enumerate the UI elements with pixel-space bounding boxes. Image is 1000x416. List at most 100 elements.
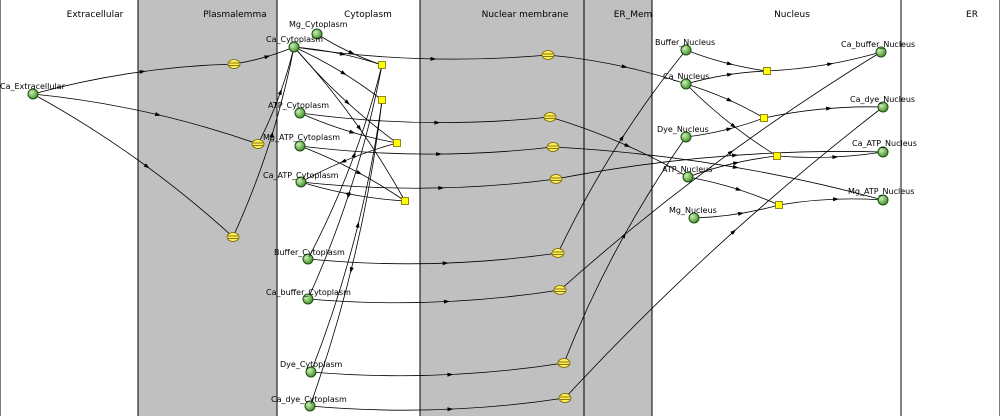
species-label-ca-nuc: Ca_Nucleus	[663, 72, 709, 81]
reaction-node-r-cyt-3[interactable]	[393, 139, 401, 147]
transport-node-t-pm-1[interactable]	[227, 59, 241, 69]
compartment-nuclear-membrane	[419, 0, 585, 416]
edge-buffer_cyt-to-t_nm_buffer	[307, 252, 559, 265]
edge-t_nm_caatp-to-caatp_nuc	[555, 151, 884, 180]
compartment-plasmalemma	[137, 0, 278, 416]
edge-mgatp_cyt-to-r_cyt_4	[299, 145, 406, 202]
transport-node-t-nm-atp[interactable]	[543, 112, 557, 122]
edge-arrow-ca_nuc-to-r_nuc_3	[730, 122, 737, 129]
edge-ca_nuc-to-r_nuc_1	[685, 70, 768, 85]
edge-arrow-dye_cyt-to-r_cyt_2	[355, 221, 360, 228]
edge-mgatp_cyt-to-t_nm_mgatp	[299, 145, 554, 155]
species-node-atp-cyt[interactable]	[294, 107, 306, 119]
edge-caatp_cyt-to-t_nm_caatp	[300, 178, 557, 189]
species-label-cabuffer-nuc: Ca_buffer_Nucleus	[841, 40, 915, 49]
species-node-cadye-nuc[interactable]	[877, 101, 889, 113]
transport-node-t-pm-2[interactable]	[251, 139, 265, 149]
reaction-node-r-nuc-4[interactable]	[775, 201, 783, 209]
reaction-node-r-cyt-1[interactable]	[378, 61, 386, 69]
edge-r_cyt_2-to-cadye_cyt	[309, 99, 383, 407]
edge-arrow-r_nuc_1-to-cabuffer_nuc	[826, 62, 834, 67]
edge-arrow-caatp_cyt-to-t_nm_caatp	[438, 185, 445, 190]
species-node-buffer-nuc[interactable]	[680, 44, 692, 56]
edge-arrow-r_cyt_1-to-cabuffer_cyt	[347, 192, 352, 199]
edge-r_cyt_1-to-cabuffer_cyt	[307, 64, 383, 300]
species-node-ca-ext[interactable]	[27, 88, 39, 100]
edge-r_nuc_1-to-cabuffer_nuc	[766, 51, 882, 72]
edge-arrow-buffer_nuc-to-r_nuc_1	[726, 61, 733, 66]
species-node-dye-cyt[interactable]	[305, 366, 317, 378]
transport-node-t-nm-buffer[interactable]	[551, 248, 565, 258]
compartment-extracellular	[0, 0, 139, 416]
reaction-node-r-cyt-2[interactable]	[378, 96, 386, 104]
species-node-cabuffer-nuc[interactable]	[875, 46, 887, 58]
edge-arrow-r_cyt_3-to-caatp_cyt	[340, 158, 347, 163]
edge-dye_nuc-to-r_nuc_2	[685, 117, 765, 138]
edge-arrow-ca_ext-to-t_pm_1	[139, 69, 146, 74]
species-node-cadye-cyt[interactable]	[304, 400, 316, 412]
compartment-cytoplasm	[276, 0, 421, 416]
species-node-cabuffer-cyt[interactable]	[302, 293, 314, 305]
edge-arrow-t_pm_1-to-ca_cyt	[264, 55, 271, 60]
edge-cabuffer_cyt-to-t_nm_cabuffer	[307, 289, 561, 304]
edge-dye_cyt-to-r_cyt_2	[310, 99, 383, 373]
edge-mg_cyt-to-r_cyt_1	[316, 33, 383, 66]
species-node-dye-nuc[interactable]	[680, 131, 692, 143]
edge-ca_ext-to-t_pm_1	[32, 63, 235, 95]
compartment-label-extracellular: Extracellular	[67, 10, 124, 20]
species-node-ca-nuc[interactable]	[680, 78, 692, 90]
edge-r_nuc_3-to-caatp_nuc	[776, 151, 884, 158]
species-label-mg-nuc: Mg_Nucleus	[669, 206, 717, 215]
edge-arrow-t_pm_3-to-ca_cyt	[269, 131, 274, 138]
edge-arrow-t_nm_atp-to-atp_nuc	[624, 142, 631, 148]
edge-arrow-t_nm_ca-to-ca_nuc	[621, 64, 628, 69]
edge-arrow-ca_cyt-to-r_cyt_4	[356, 124, 362, 131]
species-node-mg-cyt[interactable]	[311, 28, 323, 40]
label-layer: Ca_ExtracellularMg_CytoplasmCa_Cytoplasm…	[0, 20, 917, 404]
edge-t_pm_3-to-ca_cyt	[232, 46, 295, 238]
species-node-mg-nuc[interactable]	[688, 212, 700, 224]
species-label-ca-ext: Ca_Extracellular	[0, 82, 66, 91]
edge-buffer_nuc-to-r_nuc_1	[685, 49, 768, 72]
species-node-atp-nuc[interactable]	[682, 171, 694, 183]
species-node-caatp-nuc[interactable]	[877, 146, 889, 158]
edge-ca_ext-to-t_pm_2	[32, 93, 259, 145]
edge-arrow-mg_nuc-to-r_nuc_4	[737, 211, 745, 216]
edge-arrow-ca_cyt-to-r_cyt_3	[344, 99, 351, 105]
species-node-buffer-cyt[interactable]	[302, 253, 314, 265]
transport-node-t-pm-3[interactable]	[226, 232, 240, 242]
edge-arrow-t_nm_cadye-to-cadye_nuc	[730, 229, 737, 235]
transport-node-t-nm-caatp[interactable]	[549, 174, 563, 184]
species-label-dye-nuc: Dye_Nucleus	[657, 125, 709, 134]
species-label-buffer-nuc: Buffer_Nucleus	[655, 38, 715, 47]
species-label-buffer-cyt: Buffer_Cytoplasm	[274, 248, 345, 257]
species-node-mgatp-nuc[interactable]	[877, 194, 889, 206]
species-label-mg-cyt: Mg_Cytoplasm	[289, 20, 348, 29]
species-node-ca-cyt[interactable]	[288, 41, 300, 53]
reaction-node-r-nuc-2[interactable]	[760, 114, 768, 122]
edge-arrow-atp_nuc-to-r_nuc_3	[732, 161, 740, 166]
edge-t_nm_buffer-to-buffer_nuc	[557, 49, 687, 254]
edge-arrow-t_nm_buffer-to-buffer_nuc	[619, 135, 625, 142]
transport-node-t-nm-cabuffer[interactable]	[553, 285, 567, 295]
edge-arrow-ca_nuc-to-r_nuc_2	[726, 97, 733, 102]
transport-node-t-nm-cadye[interactable]	[558, 393, 572, 403]
edge-dye_cyt-to-t_nm_dye	[310, 362, 565, 377]
transport-node-t-nm-dye[interactable]	[557, 358, 571, 368]
transport-node-t-nm-ca[interactable]	[541, 50, 555, 60]
edge-t_pm_2-to-ca_cyt	[257, 46, 295, 145]
species-label-mgatp-cyt: Mg_ATP_Cytoplasm	[263, 133, 340, 142]
edge-ca_nuc-to-r_nuc_3	[685, 83, 778, 157]
edge-t_nm_dye-to-dye_nuc	[563, 136, 687, 364]
edge-atp_nuc-to-r_nuc_4	[687, 176, 780, 206]
edge-arrow-mgatp_cyt-to-r_cyt_4	[355, 169, 363, 175]
reaction-node-r-nuc-3[interactable]	[773, 152, 781, 160]
reaction-node-r-cyt-4[interactable]	[401, 197, 409, 205]
edge-r_nuc_4-to-mgatp_nuc	[778, 198, 884, 206]
transport-node-t-nm-mgatp[interactable]	[546, 142, 560, 152]
species-node-caatp-cyt[interactable]	[295, 176, 307, 188]
species-node-mgatp-cyt[interactable]	[294, 140, 306, 152]
edge-atp_nuc-to-r_nuc_3	[687, 155, 778, 178]
reaction-node-r-nuc-1[interactable]	[763, 67, 771, 75]
